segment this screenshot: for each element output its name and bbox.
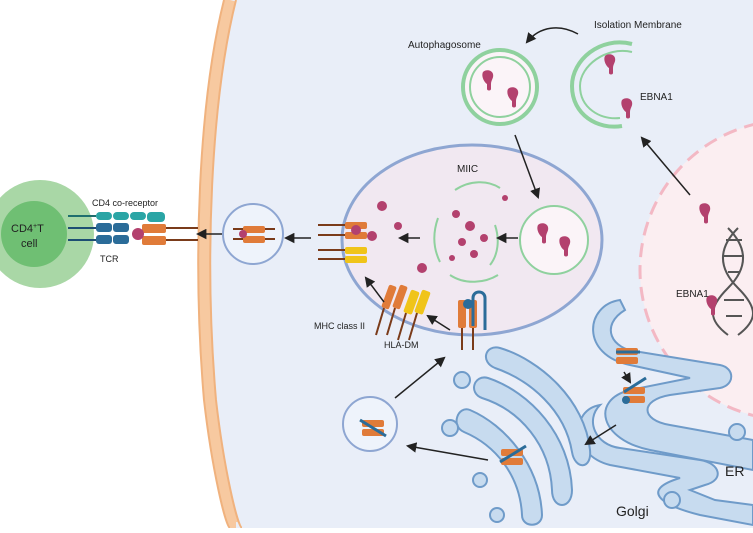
cd4-cell-label-line1: CD4+T — [11, 223, 44, 235]
autophagosome — [461, 48, 539, 126]
autophagosome-label: Autophagosome — [408, 40, 481, 51]
degrading-membrane — [433, 181, 501, 283]
arrow-invariant-to-hla — [426, 314, 451, 331]
golgi-label: Golgi — [616, 503, 649, 519]
arrow-isolation-to-autophagosome — [525, 27, 579, 44]
mhc-invariant-chain — [458, 290, 487, 350]
cd4-coreceptor-label: CD4 co-receptor — [92, 198, 158, 208]
hla-dm-label: HLA-DM — [384, 340, 419, 350]
arrow-er-to-golgi — [584, 424, 617, 446]
er-label: ER — [725, 463, 744, 479]
dna-helix — [712, 227, 753, 336]
golgi-apparatus — [441, 346, 592, 526]
miic-loaded-mhc — [318, 222, 367, 263]
nucleus — [638, 123, 753, 417]
arrow-hla-to-mhc — [364, 276, 385, 303]
presented-mhc-peptide — [132, 224, 198, 245]
arrow-autophagosome-to-miic — [514, 134, 541, 199]
arrow-golgi-to-vesicle — [405, 442, 489, 461]
miic-autophagosome — [519, 205, 589, 275]
arrow-er-internal — [621, 371, 632, 384]
antigen-fragments — [367, 195, 508, 273]
cd4-coreceptor — [68, 212, 165, 222]
pathway-arrows — [195, 27, 691, 461]
tcr-label: TCR — [100, 254, 119, 264]
tcr-complex — [68, 223, 129, 244]
isolation-membrane — [569, 40, 633, 129]
isolation-membrane-label: Isolation Membrane — [594, 20, 682, 31]
miic-label: MIIC — [457, 164, 478, 175]
er-mhc-complexes — [499, 348, 647, 465]
cd4-cell-label-line2: cell — [21, 238, 38, 250]
exocytic-vesicle — [222, 203, 284, 265]
ebna1-nucleus-label: EBNA1 — [676, 289, 709, 300]
vesicle-loaded-mhc — [233, 226, 275, 243]
ebna1-label: EBNA1 — [640, 92, 673, 103]
plasma-membrane — [198, 0, 242, 533]
arrow-vesicle-to-invariant — [394, 356, 446, 399]
cd4-t-cell-inner — [1, 201, 67, 267]
mhc-hla-dm-group — [375, 284, 431, 341]
mhc-class-ii-label: MHC class II — [314, 321, 365, 331]
arrow-nucleus-to-isolation — [640, 136, 691, 196]
vesicle-mhc — [359, 418, 387, 438]
